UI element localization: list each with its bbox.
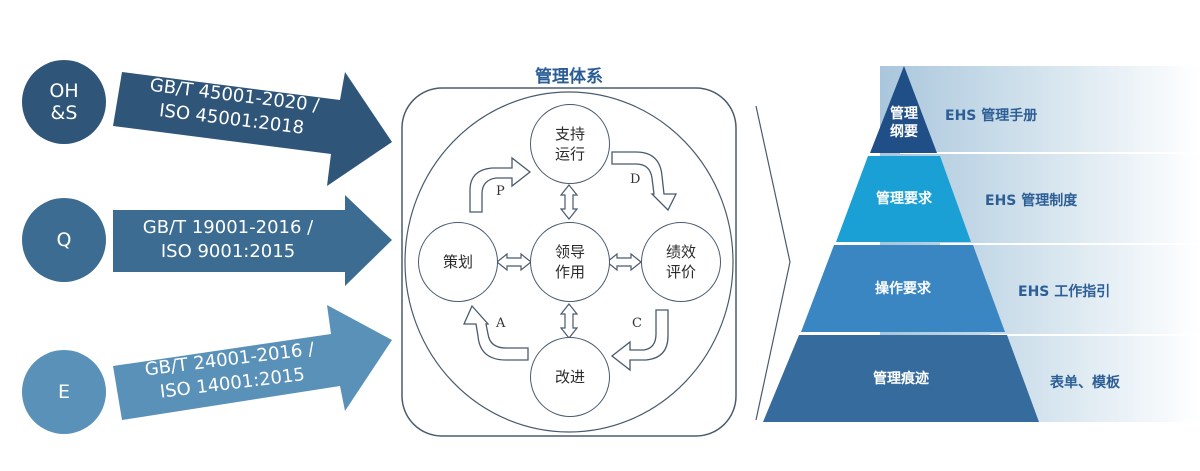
support-operation-node: 支持 运行 xyxy=(530,104,610,184)
leadership-node: 领导 作用 xyxy=(530,222,610,302)
forms-templates-text: 表单、模板 xyxy=(1050,375,1120,391)
plan-arrow xyxy=(469,156,532,213)
pyramid-tier-3-label: 操作要求 xyxy=(875,281,931,297)
act-arrow xyxy=(462,304,529,361)
environment-circle: E xyxy=(22,350,106,434)
check-arrow xyxy=(610,309,669,372)
pdca-p-label: P xyxy=(496,184,505,199)
pyramid-tier-4-label: 管理痕迹 xyxy=(873,371,929,387)
ehs-work-guide-text: EHS 工作指引 xyxy=(1018,284,1111,300)
ohs-standard-arrow xyxy=(113,72,392,186)
pyramid-tier-4 xyxy=(763,335,1039,422)
quality-standard-label: GB/T 19001-2016 / ISO 9001:2015 xyxy=(142,217,314,262)
pyramid-tier-2 xyxy=(836,156,971,242)
quality-standard-arrow xyxy=(113,195,392,286)
ehs-policy-text: EHS 管理制度 xyxy=(985,193,1078,209)
pyramid-tier-1-label: 管理 纲要 xyxy=(890,106,918,140)
do-arrow xyxy=(611,151,678,212)
center-top-double-arrow xyxy=(559,184,579,220)
pdca-d-label: D xyxy=(630,172,641,187)
planning-node: 策划 xyxy=(418,222,498,302)
pdca-cycle-ring xyxy=(404,91,734,433)
improvement-node: 改进 xyxy=(530,337,610,417)
management-system-title: 管理体系 xyxy=(535,67,603,87)
performance-evaluation-node: 绩效 评价 xyxy=(641,222,721,302)
environment-standard-arrow xyxy=(113,305,392,420)
pdca-a-label: A xyxy=(496,316,506,331)
quality-circle: Q xyxy=(22,198,106,282)
ehs-manual-text: EHS 管理手册 xyxy=(945,108,1038,124)
ohs-circle: OH &S xyxy=(22,60,106,144)
chevron-connector xyxy=(755,105,791,421)
pyramid-tier-2-label: 管理要求 xyxy=(876,191,932,207)
pyramid-tier-1 xyxy=(870,66,937,153)
pdca-c-label: C xyxy=(632,316,642,331)
pyramid-tier-3 xyxy=(801,245,1005,332)
